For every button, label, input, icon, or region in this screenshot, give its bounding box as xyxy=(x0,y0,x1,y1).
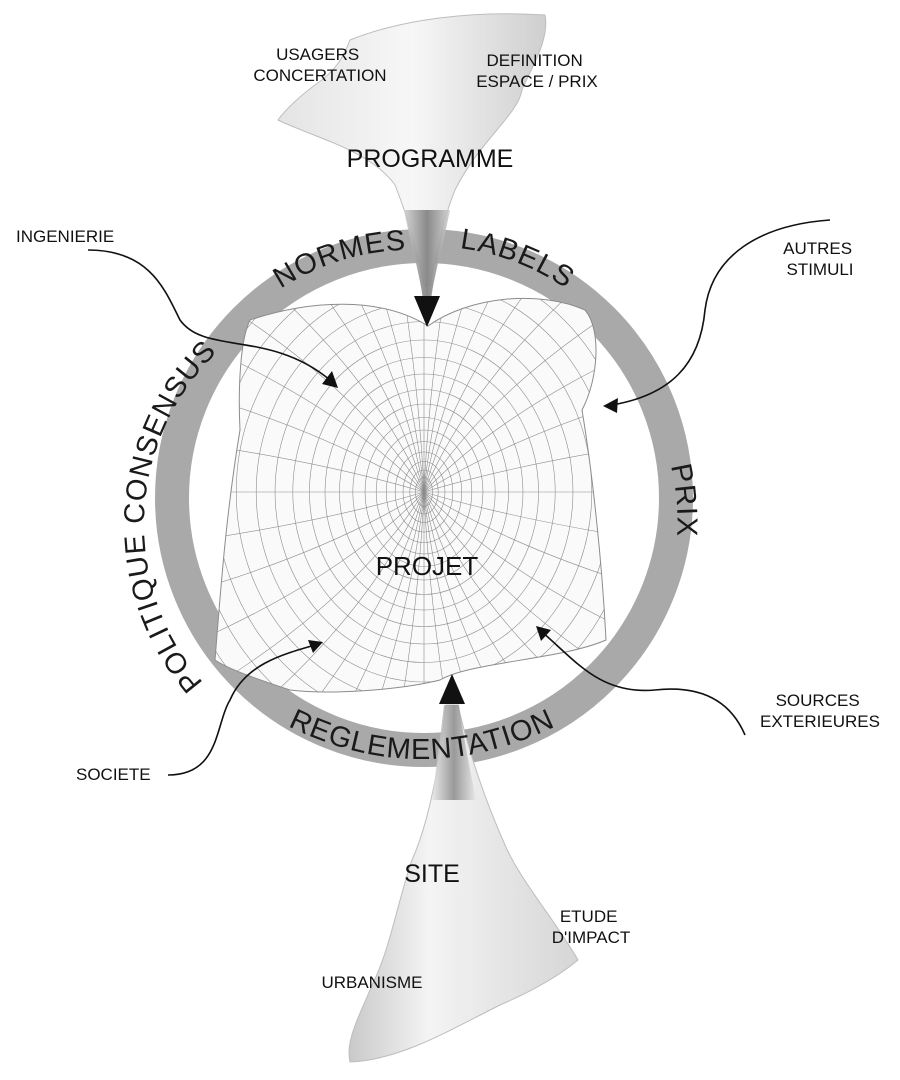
usagers-label: USAGERS CONCERTATION xyxy=(253,45,386,85)
autres-stimuli-arrow xyxy=(611,219,831,406)
site-arrow-head xyxy=(439,674,465,704)
programme-title: PROGRAMME xyxy=(347,145,514,173)
center-label: PROJET xyxy=(376,551,479,581)
urbanisme-label: URBANISME xyxy=(321,973,422,992)
ingenierie-label: INGENIERIE xyxy=(16,227,114,246)
sources-exterieures-label: SOURCES EXTERIEURES xyxy=(760,691,880,731)
programme-funnel xyxy=(277,13,547,327)
programme-arrow-head xyxy=(414,296,440,327)
etude-impact-label: ETUDE D'IMPACT xyxy=(552,907,630,947)
sources-exterieures-arrow xyxy=(541,631,746,736)
societe-arrow xyxy=(167,644,316,776)
external-arrows xyxy=(87,219,831,776)
site-title: SITE xyxy=(404,860,460,888)
societe-label: SOCIETE xyxy=(76,765,151,784)
external-arrow-heads xyxy=(308,371,618,653)
project-mesh-surface xyxy=(214,297,607,693)
ingenierie-arrow xyxy=(87,249,331,381)
definition-label: DEFINITION ESPACE / PRIX xyxy=(476,51,598,91)
autres-stimuli-label: AUTRES STIMULI xyxy=(783,239,857,279)
site-funnel xyxy=(348,674,579,1063)
